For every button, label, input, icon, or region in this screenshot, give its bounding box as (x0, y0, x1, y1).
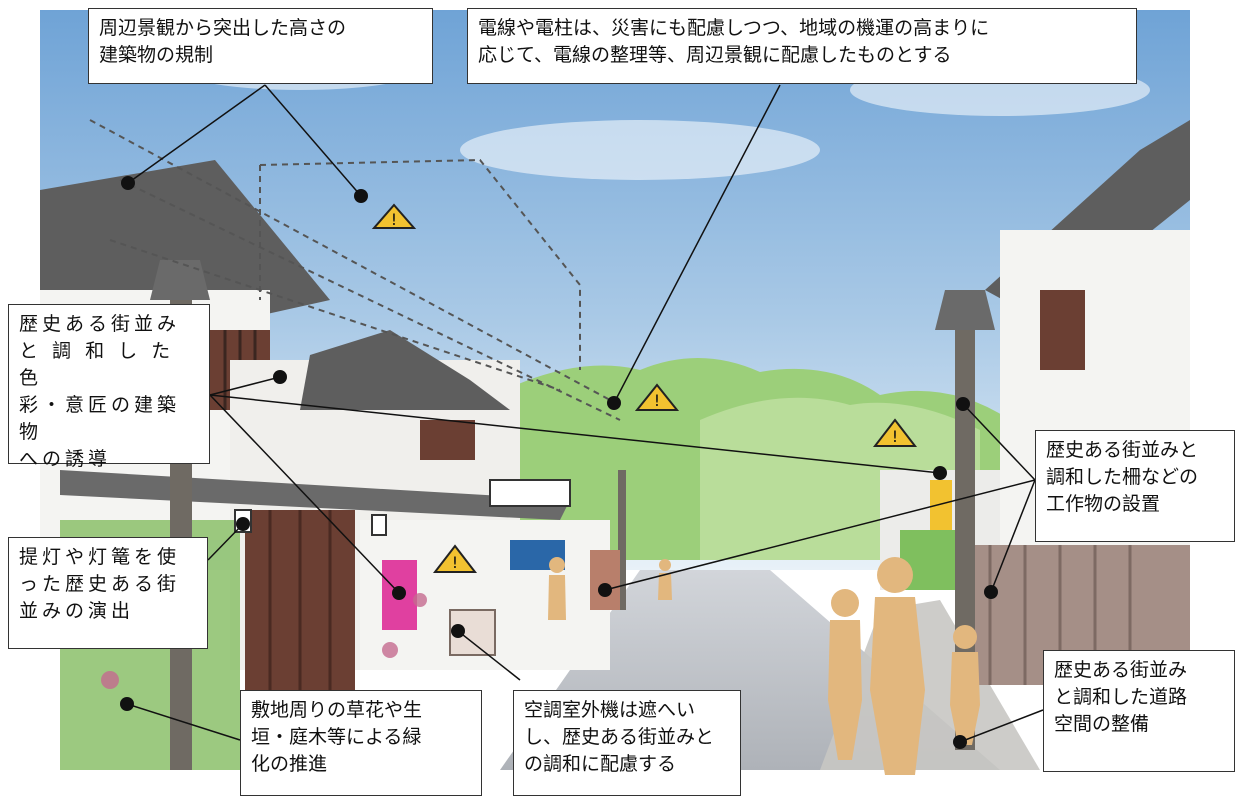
svg-text:!: ! (892, 427, 898, 446)
far-shop (590, 550, 620, 610)
leader-dots (120, 176, 998, 749)
height-limit-dashed-lines (89, 119, 621, 421)
lamp-head-left (150, 260, 210, 300)
svg-text:!: ! (391, 210, 397, 229)
leader-dot (236, 517, 250, 531)
pedestrians (548, 557, 980, 775)
callout-height-regulation: 周辺景観から突出した高さの 建築物の規制 (88, 8, 433, 84)
callout-building-color: 歴史ある街並み と 調 和 し た 色 彩・意匠の建築物 への誘導 (8, 304, 210, 470)
leader-dot (392, 586, 406, 600)
leader-dot (121, 176, 135, 190)
leader-dot (598, 583, 612, 597)
leader-dot (953, 735, 967, 749)
leader-dot (120, 697, 134, 711)
callout-power-lines: 電線や電柱は、災害にも配慮しつつ、地域の機運の高まりに 応じて、電線の整理等、周… (467, 8, 1137, 84)
lantern-mid (371, 514, 387, 536)
warning-icon: ! (634, 383, 680, 411)
svg-text:!: ! (452, 553, 458, 572)
right-window (1040, 290, 1085, 370)
leader-dot (984, 585, 998, 599)
callout-fences: 歴史ある街並みと 調和した柵などの 工作物の設置 (1035, 430, 1235, 542)
warning-icon: ! (371, 203, 417, 229)
second-floor-window (420, 420, 475, 460)
leader-dot (956, 397, 970, 411)
leader-dot (273, 370, 287, 384)
svg-text:!: ! (654, 391, 660, 410)
left-building-far-roof (40, 160, 330, 320)
lamp-head-right (935, 290, 995, 330)
callout-road: 歴史ある街並み と調和した道路 空間の整備 (1043, 650, 1235, 772)
yellow-lantern (930, 480, 952, 530)
leader-lines (126, 84, 1044, 743)
callout-aircon: 空調室外機は遮へい し、歴史ある街並みと の調和に配慮する (513, 690, 741, 796)
leader-dot (451, 624, 465, 638)
leader-dot (933, 466, 947, 480)
warning-icon: ! (432, 544, 478, 573)
callout-greenery: 敷地周りの草花や生 垣・庭木等による緑 化の推進 (240, 690, 482, 796)
far-lamp-post (618, 470, 626, 610)
leader-dot (607, 396, 621, 410)
callout-lanterns: 提灯や灯篭を使 った歴史ある街 並みの演出 (8, 537, 208, 649)
shop-sign-board (489, 479, 571, 507)
leader-dot (354, 189, 368, 203)
left-building-mid-roof (300, 330, 510, 410)
warning-icon: ! (872, 418, 918, 447)
